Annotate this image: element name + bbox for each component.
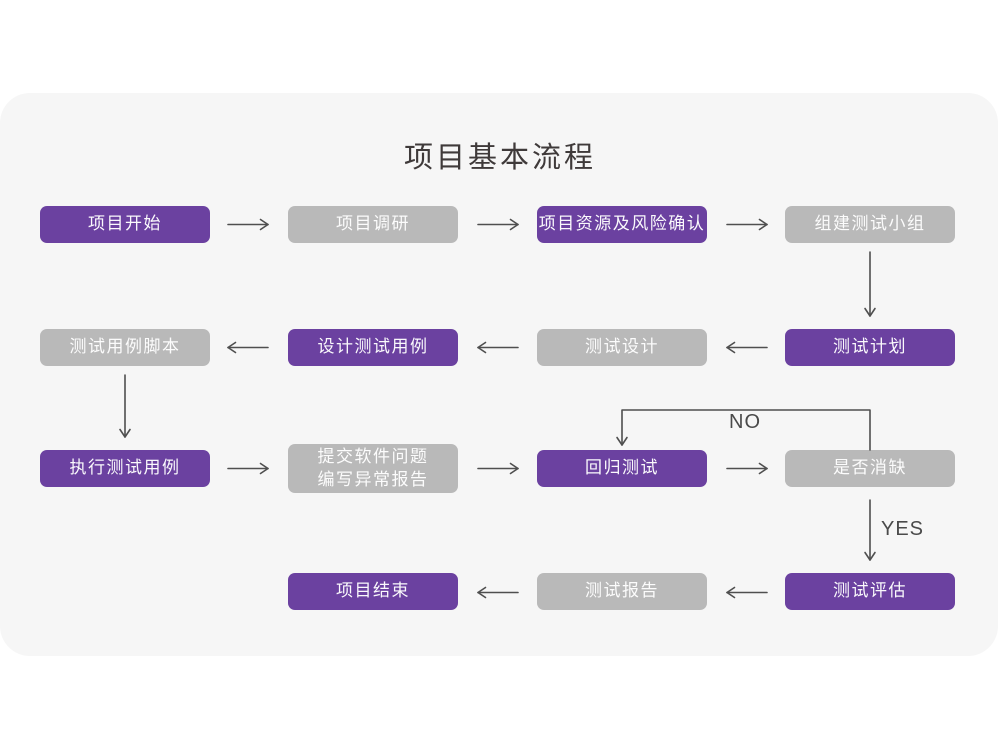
node-build-test-team: 组建测试小组 (785, 206, 955, 243)
node-execute-test-cases: 执行测试用例 (40, 450, 210, 487)
node-regression-test: 回归测试 (537, 450, 707, 487)
flowchart-card (0, 93, 998, 656)
node-project-start: 项目开始 (40, 206, 210, 243)
node-design-test-cases: 设计测试用例 (288, 329, 458, 366)
node-defect-cleared-check: 是否消缺 (785, 450, 955, 487)
node-test-evaluation: 测试评估 (785, 573, 955, 610)
node-test-report: 测试报告 (537, 573, 707, 610)
node-project-research: 项目调研 (288, 206, 458, 243)
node-test-design: 测试设计 (537, 329, 707, 366)
node-resource-risk-confirm: 项目资源及风险确认 (537, 206, 707, 243)
node-test-plan: 测试计划 (785, 329, 955, 366)
edge-label-no: NO (729, 411, 761, 433)
node-submit-issue-report: 提交软件问题 编写异常报告 (288, 444, 458, 493)
node-project-end: 项目结束 (288, 573, 458, 610)
page-title: 项目基本流程 (403, 142, 596, 174)
edge-label-yes: YES (881, 518, 925, 540)
node-test-case-script: 测试用例脚本 (40, 329, 210, 366)
